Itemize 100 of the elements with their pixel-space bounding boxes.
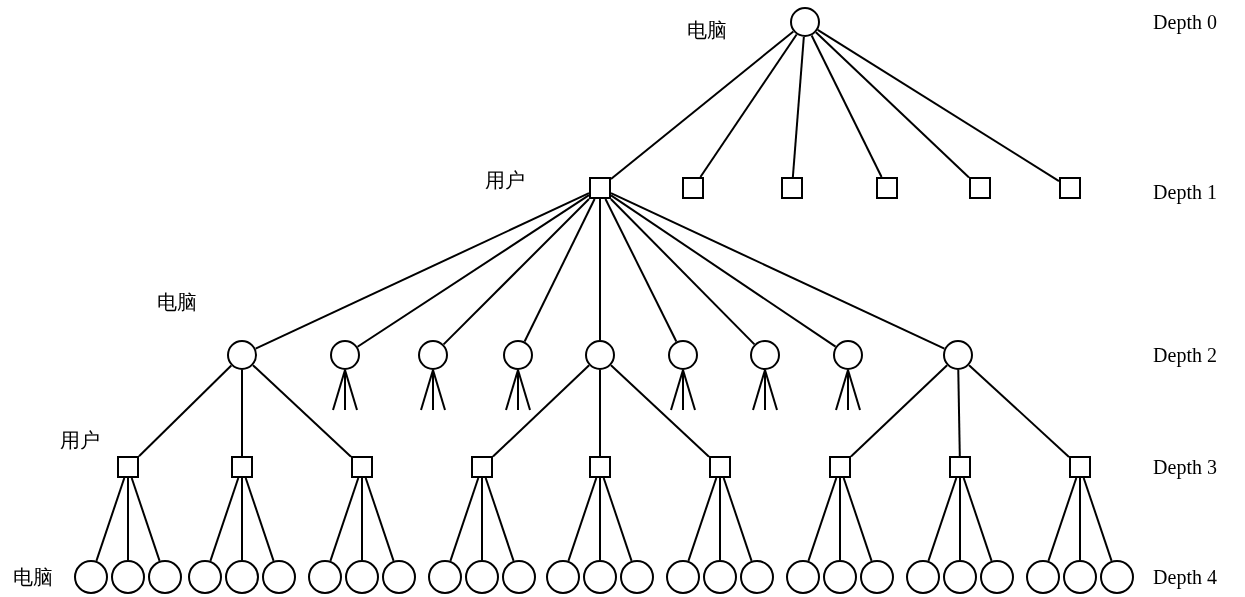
connector-line: [361, 477, 363, 561]
circle-node: [620, 560, 654, 594]
square-node: [829, 456, 851, 478]
connector-line: [791, 35, 805, 178]
square-node: [781, 177, 803, 199]
square-node: [471, 456, 493, 478]
connector-line: [610, 30, 795, 181]
connector-line: [484, 477, 515, 562]
connector-line: [687, 477, 718, 562]
connector-line: [957, 369, 961, 457]
depth-label: Depth 4: [1153, 567, 1217, 587]
connector-line: [492, 364, 591, 458]
connector-line: [127, 477, 129, 561]
connector-line: [517, 369, 531, 411]
connector-line: [1079, 477, 1081, 561]
connector-line: [449, 477, 480, 562]
circle-node: [225, 560, 259, 594]
connector-line: [610, 194, 837, 348]
circle-node: [943, 560, 977, 594]
square-node: [231, 456, 253, 478]
square-node: [117, 456, 139, 478]
connector-line: [130, 477, 161, 562]
connector-line: [847, 369, 861, 411]
connector-line: [604, 198, 678, 343]
connector-line: [344, 369, 358, 411]
circle-node: [418, 340, 448, 370]
square-node: [589, 177, 611, 199]
connector-line: [329, 477, 360, 562]
square-node: [1059, 177, 1081, 199]
circle-node: [330, 340, 360, 370]
connector-line: [610, 192, 946, 350]
connector-line: [523, 198, 596, 343]
connector-line: [95, 477, 126, 562]
connector-line: [567, 477, 598, 562]
connector-line: [609, 364, 710, 458]
circle-node: [74, 560, 108, 594]
connector-line: [332, 369, 346, 411]
connector-line: [364, 477, 395, 562]
node-label: 电脑: [157, 292, 197, 312]
depth-label: Depth 2: [1153, 345, 1217, 365]
connector-line: [816, 28, 1060, 183]
circle-node: [906, 560, 940, 594]
connector-line: [807, 477, 838, 562]
connector-line: [241, 369, 243, 457]
circle-node: [503, 340, 533, 370]
connector-line: [835, 369, 849, 411]
circle-node: [502, 560, 536, 594]
circle-node: [382, 560, 416, 594]
connector-line: [752, 369, 766, 411]
node-label: 用户: [485, 170, 525, 190]
circle-node: [308, 560, 342, 594]
square-node: [351, 456, 373, 478]
circle-node: [750, 340, 780, 370]
connector-line: [968, 364, 1070, 458]
connector-line: [842, 477, 873, 562]
circle-node: [823, 560, 857, 594]
connector-line: [959, 477, 961, 561]
circle-node: [465, 560, 499, 594]
connector-line: [670, 369, 684, 411]
circle-node: [345, 560, 379, 594]
circle-node: [666, 560, 700, 594]
depth-label: Depth 0: [1153, 12, 1217, 32]
square-node: [1069, 456, 1091, 478]
connector-line: [722, 477, 753, 562]
circle-node: [148, 560, 182, 594]
circle-node: [740, 560, 774, 594]
connector-line: [241, 477, 243, 561]
circle-node: [546, 560, 580, 594]
circle-node: [786, 560, 820, 594]
square-node: [682, 177, 704, 199]
connector-line: [810, 34, 883, 178]
connector-line: [138, 364, 233, 458]
connector-line: [1047, 477, 1078, 562]
connector-line: [609, 198, 756, 346]
circle-node: [668, 340, 698, 370]
circle-node: [262, 560, 296, 594]
connector-line: [927, 477, 958, 562]
connector-line: [1082, 477, 1113, 562]
node-label: 电脑: [687, 20, 727, 40]
connector-line: [254, 192, 590, 350]
connector-line: [442, 198, 590, 346]
connector-line: [599, 369, 601, 457]
connector-line: [251, 364, 352, 458]
connector-line: [356, 194, 590, 348]
connector-line: [764, 369, 778, 411]
circle-node: [860, 560, 894, 594]
connector-line: [599, 198, 601, 341]
square-node: [969, 177, 991, 199]
square-node: [589, 456, 611, 478]
connector-line: [839, 477, 841, 561]
node-label: 用户: [60, 430, 100, 450]
circle-node: [585, 340, 615, 370]
circle-node: [111, 560, 145, 594]
square-node: [709, 456, 731, 478]
circle-node: [1026, 560, 1060, 594]
connector-line: [719, 477, 721, 561]
circle-node: [428, 560, 462, 594]
connector-line: [481, 477, 483, 561]
circle-node: [790, 7, 820, 37]
connector-line: [505, 369, 519, 411]
